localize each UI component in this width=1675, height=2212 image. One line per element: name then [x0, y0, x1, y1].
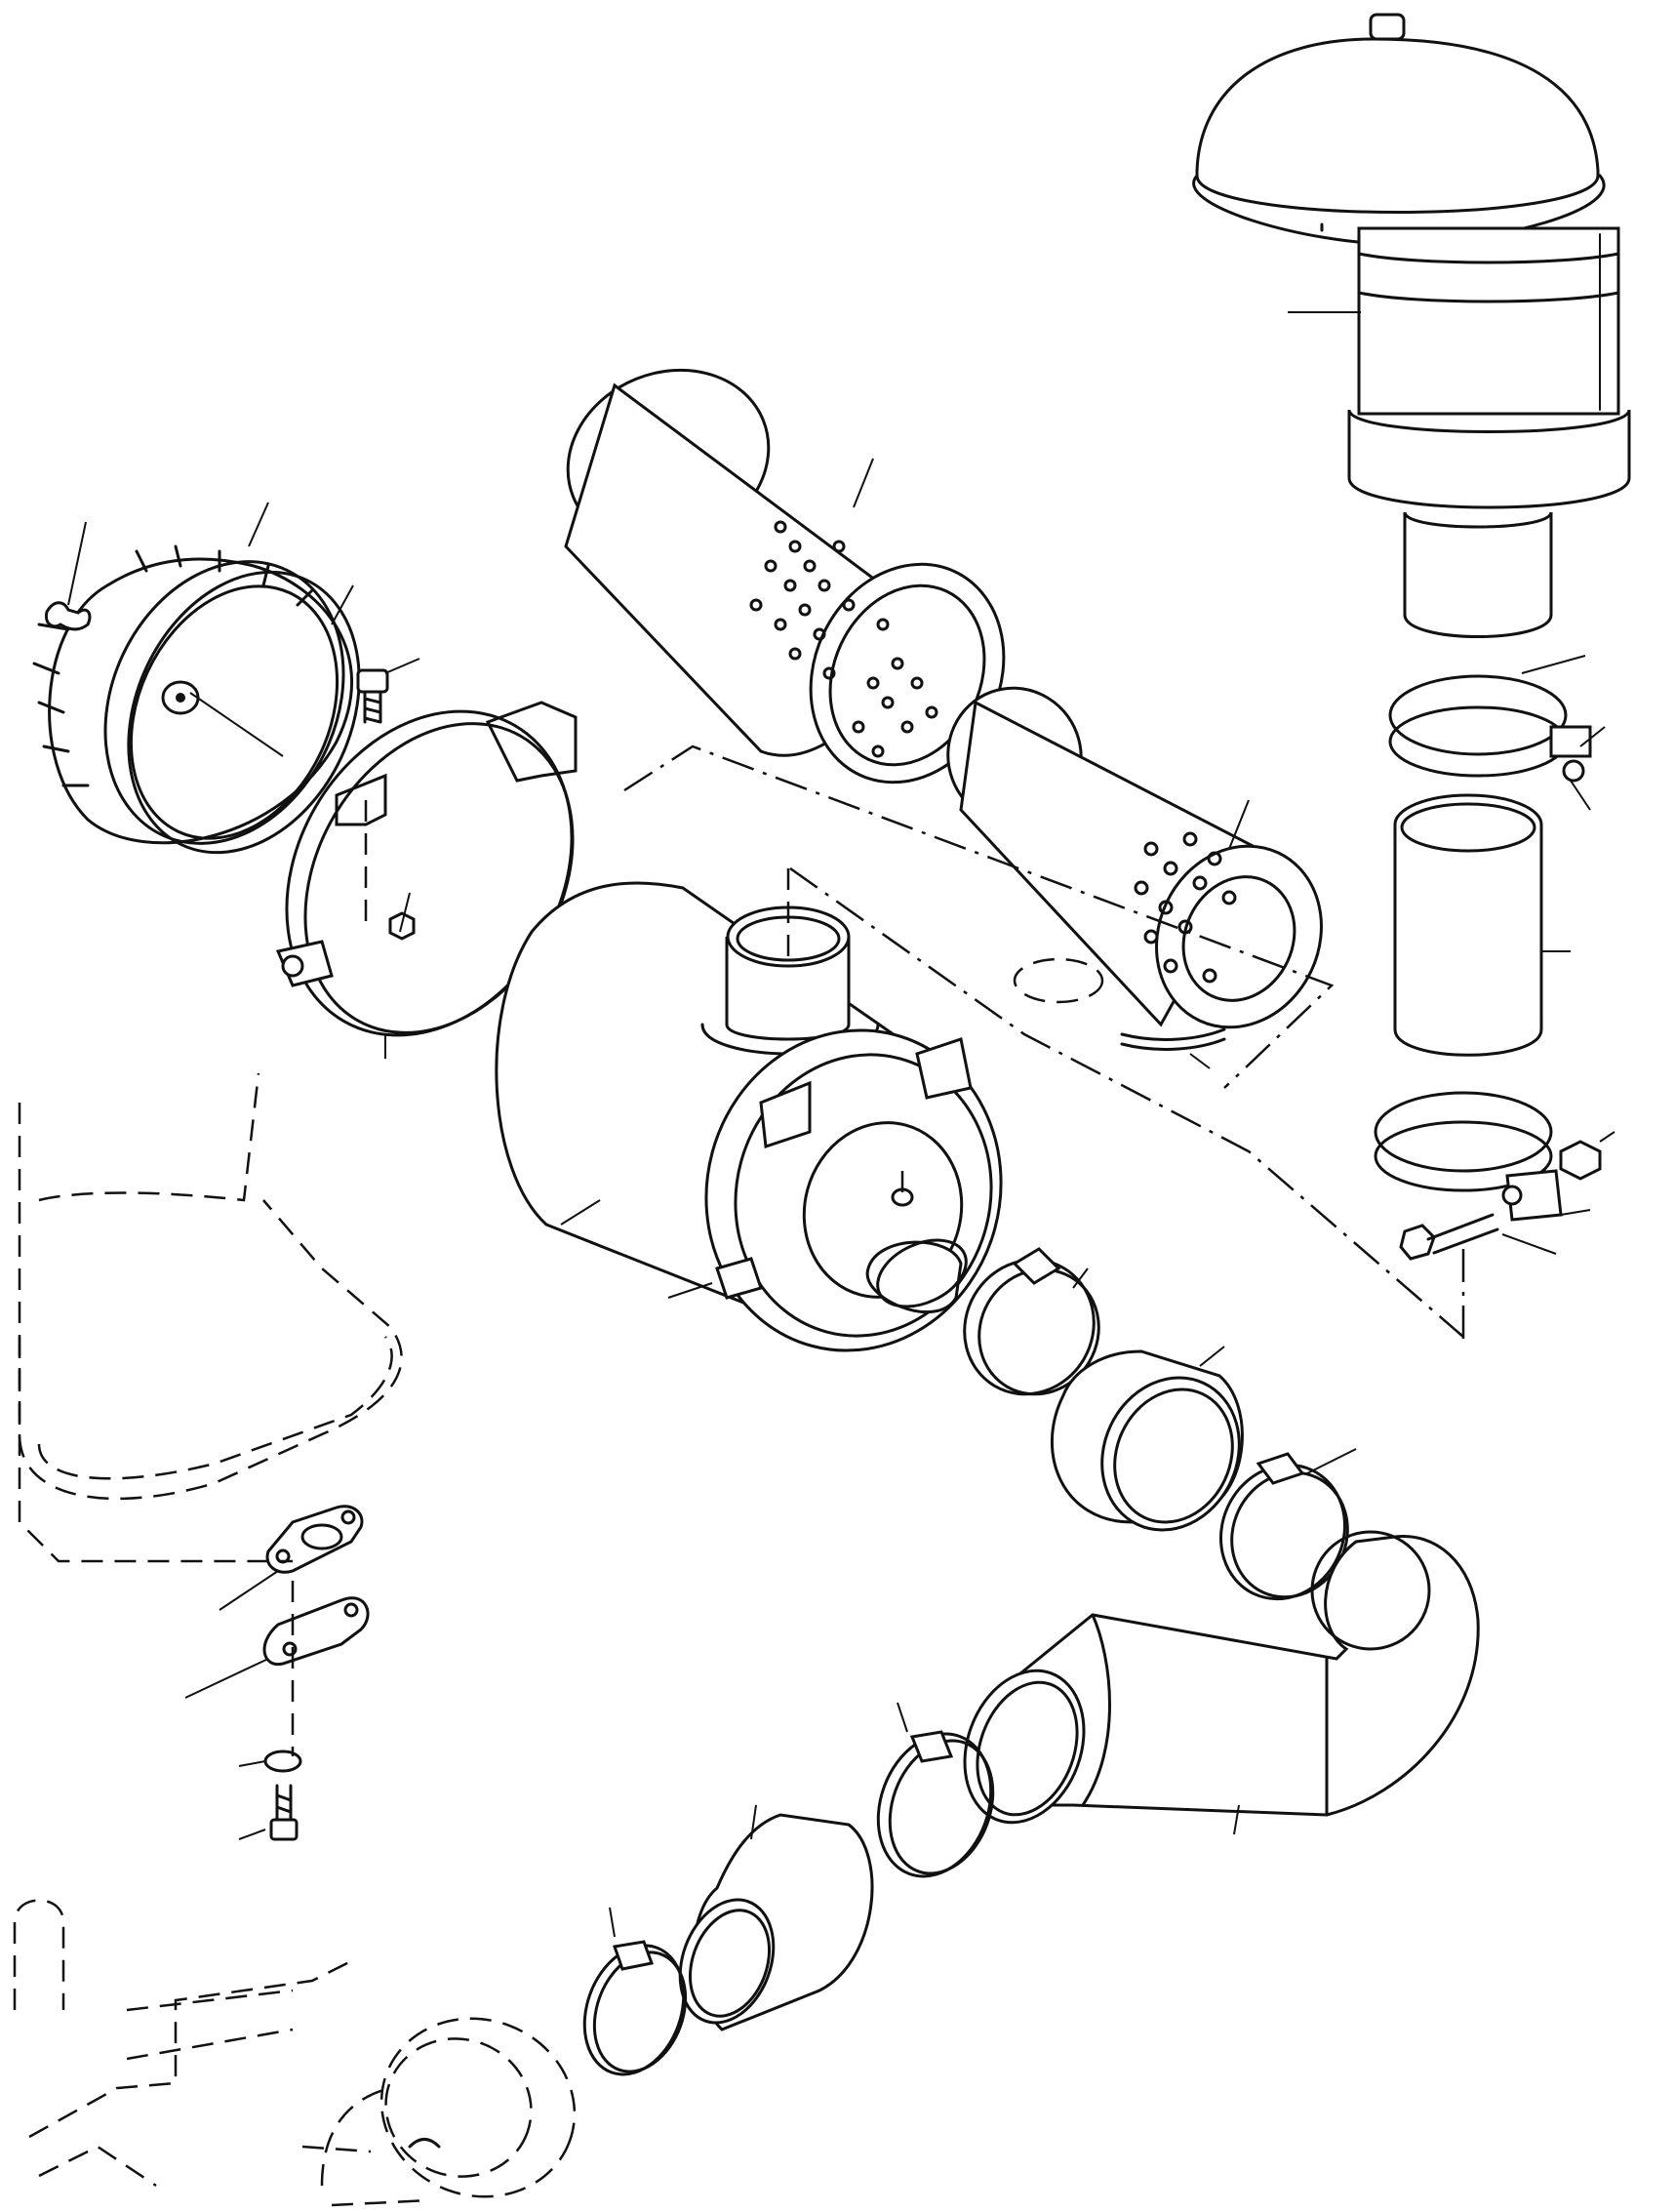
hose-clamp-icon	[963, 1247, 1100, 1396]
connector-pipe-icon	[1393, 793, 1571, 1057]
bolt-icon	[1399, 1213, 1499, 1261]
assembly-outline	[623, 744, 1335, 1089]
hose-clamp-icon	[876, 1702, 995, 1878]
engine-outline	[13, 1072, 577, 2207]
dust-valve-icon	[1013, 957, 1226, 1069]
cover-icon	[32, 502, 354, 845]
gasket-icon	[219, 1505, 364, 1611]
bolt-icon	[356, 658, 420, 724]
o-ring-icon	[127, 570, 361, 855]
rubber-hose-icon	[1050, 1346, 1244, 1532]
inner-filter-element-icon	[946, 686, 1323, 1029]
hose-clamp-icon	[1388, 655, 1606, 811]
bracket-band-icon	[275, 701, 578, 1059]
air-cleaner-body-icon	[495, 868, 1003, 1352]
hose-clamp-icon	[1218, 1448, 1357, 1601]
elbow-pipe-icon	[963, 1530, 1480, 1835]
hose-clamp-icon	[1374, 1091, 1615, 1261]
wing-nut-icon	[44, 521, 92, 631]
flange-plate-icon	[184, 1596, 370, 1699]
outer-filter-element-icon	[564, 368, 1006, 784]
perforation-pattern	[1134, 831, 1237, 984]
perforation-pattern	[749, 520, 938, 758]
rubber-hose-icon	[678, 1804, 874, 2031]
washer-icon	[238, 1749, 302, 1773]
precleaner-icon	[1192, 13, 1631, 638]
nut-icon	[1559, 1131, 1615, 1181]
bolt-icon	[238, 1784, 299, 1841]
hose-clamp-icon	[582, 1907, 688, 2076]
axis-line	[789, 866, 1465, 1347]
